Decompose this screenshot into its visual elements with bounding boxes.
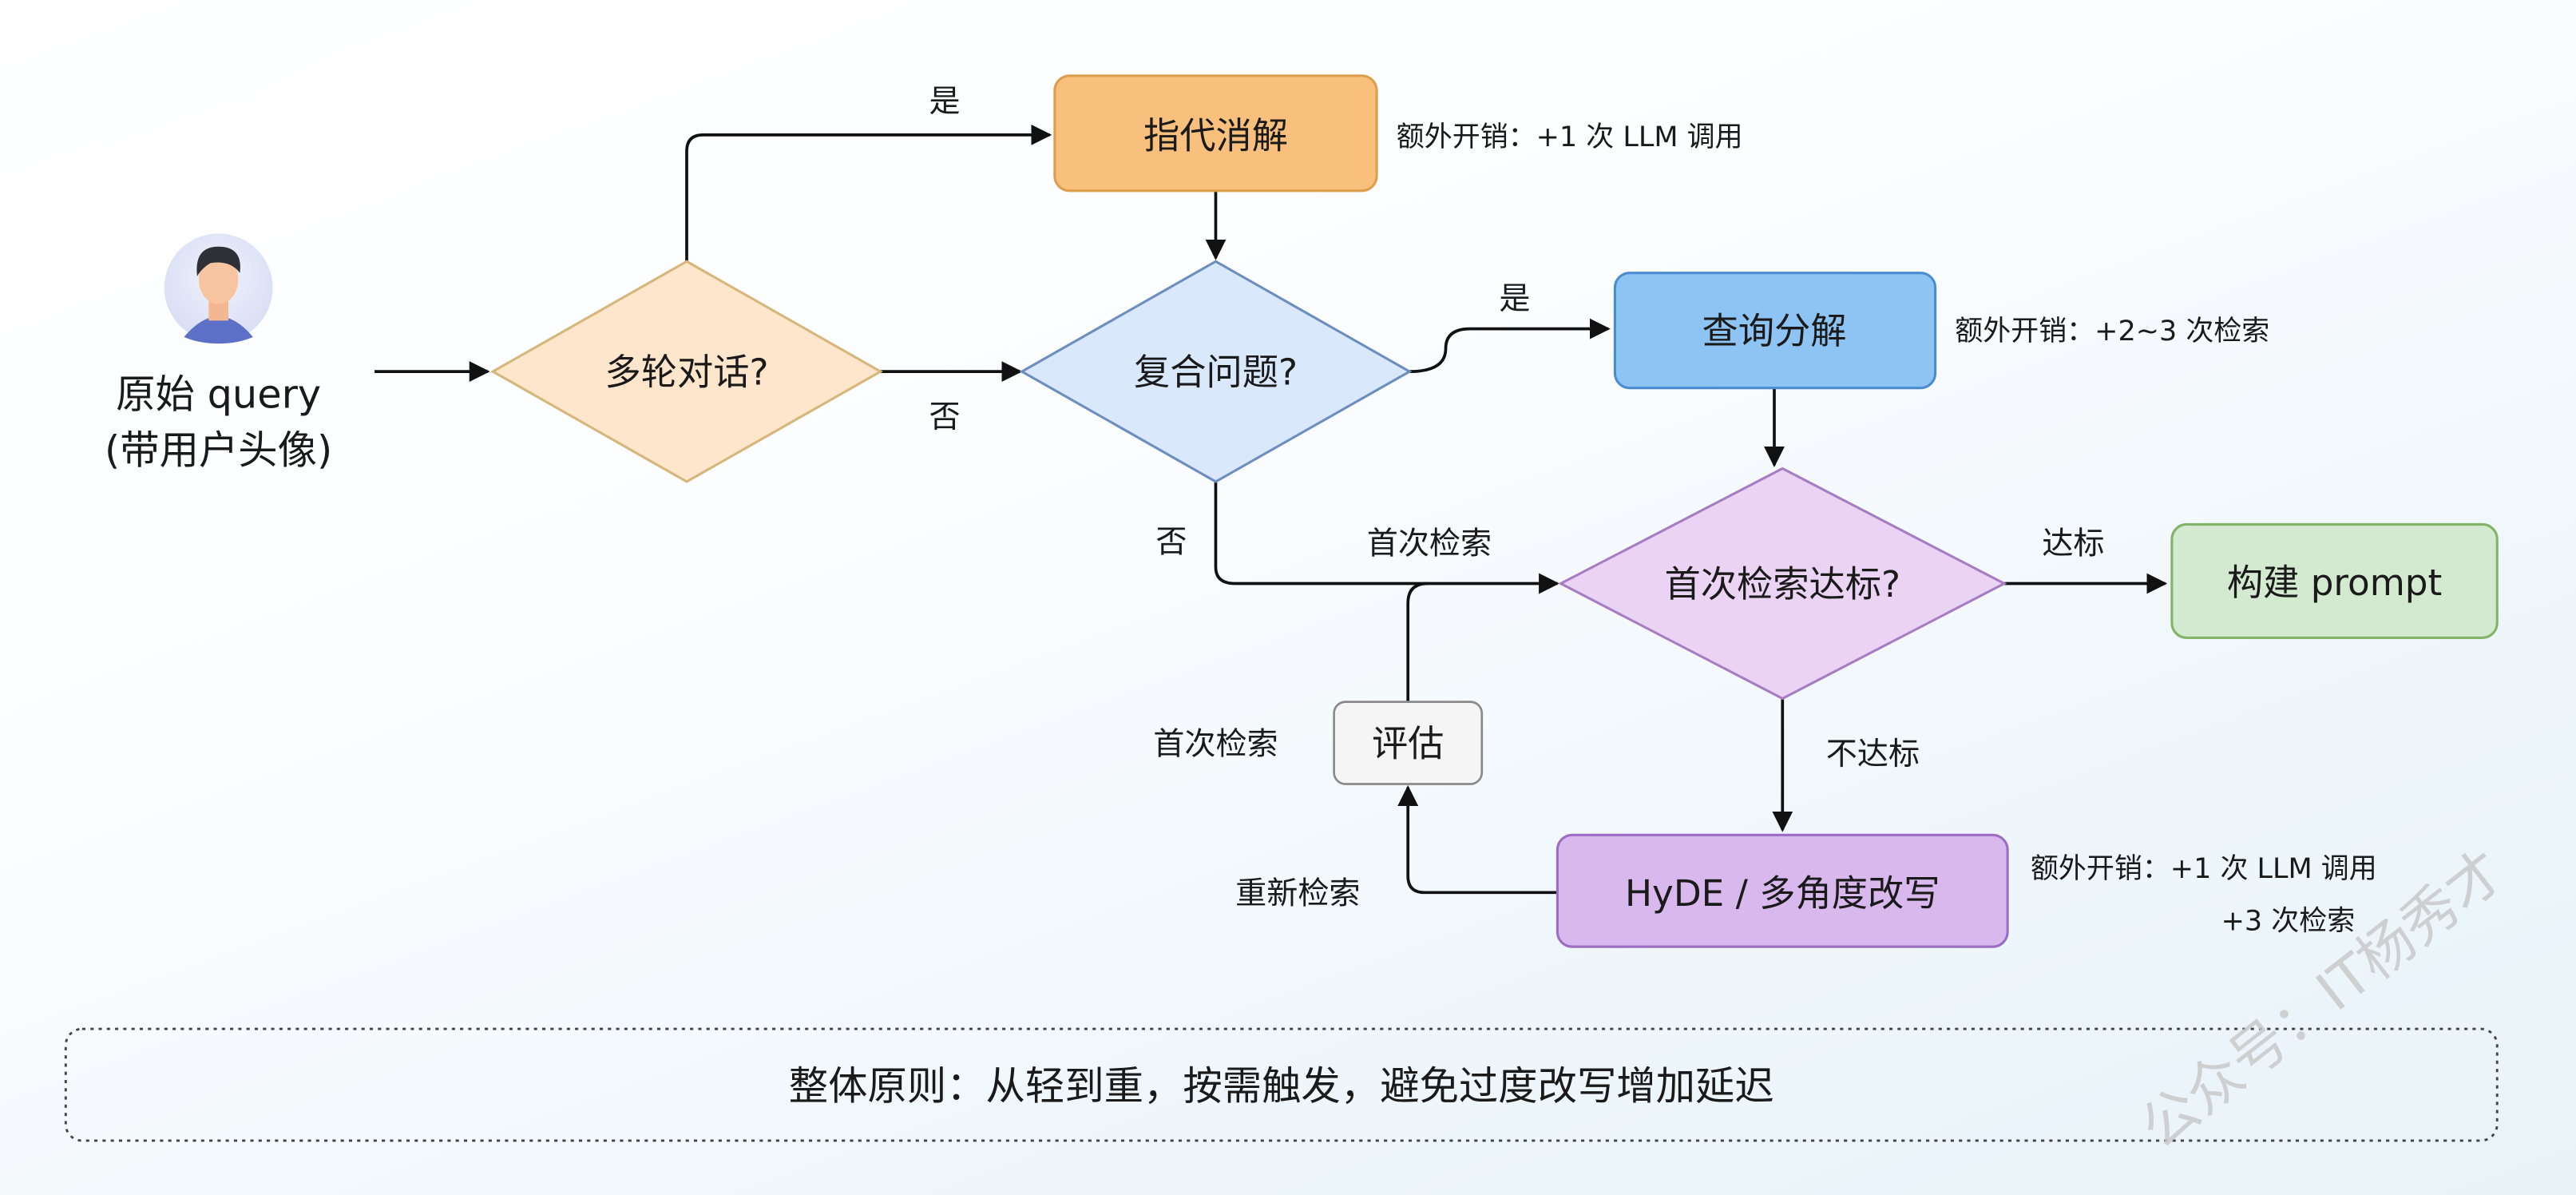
edge-label-compound-yes: 是	[1499, 281, 1530, 317]
process-build-prompt-label: 构建 prompt	[2227, 562, 2442, 604]
user-avatar-icon	[164, 233, 273, 344]
process-hyde-label: HyDE / 多角度改写	[1625, 872, 1940, 915]
process-coref-label: 指代消解	[1143, 114, 1288, 157]
process-decompose: 查询分解	[1613, 272, 1937, 390]
decompose-cost-note: 额外开销：+2~3 次检索	[1955, 316, 2269, 347]
edge-label-compound-no: 否	[1155, 524, 1187, 560]
decision-multi-turn: 多轮对话?	[490, 260, 883, 483]
principle-text: 整体原则：从轻到重，按需触发，避免过度改写增加延迟	[789, 1063, 1774, 1110]
edge-label-multi-yes: 是	[929, 84, 960, 120]
process-hyde: HyDE / 多角度改写	[1556, 833, 2009, 948]
process-coref: 指代消解	[1053, 74, 1378, 193]
start-label-line1: 原始 query	[116, 371, 321, 417]
hyde-cost-note-line1: 额外开销：+1 次 LLM 调用	[2031, 853, 2377, 885]
edges	[375, 124, 2168, 895]
process-decompose-label: 查询分解	[1702, 310, 1846, 352]
hyde-cost-note-line2: +3 次检索	[2221, 906, 2356, 938]
decision-multi-turn-label: 多轮对话?	[604, 351, 768, 394]
edge-label-multi-no: 否	[929, 399, 960, 435]
edge-label-fail: 不达标	[1826, 736, 1920, 772]
edge-multi-yes	[685, 124, 1052, 262]
edge-compound-no	[1214, 481, 1560, 594]
watermark: 公众号：IT杨秀才	[2129, 838, 2517, 1161]
edge-compound-yes	[1409, 318, 1611, 373]
edge-label-first-retrieval-eval: 首次检索	[1153, 726, 1278, 762]
coref-cost-note: 额外开销：+1 次 LLM 调用	[1397, 121, 1743, 153]
start-label-line2: (带用户头像)	[105, 427, 332, 473]
process-build-prompt: 构建 prompt	[2170, 522, 2499, 639]
process-evaluate: 评估	[1333, 701, 1484, 785]
decision-compound-label: 复合问题?	[1134, 351, 1298, 394]
edge-hyde-to-eval	[1397, 785, 1558, 895]
edge-label-first-retrieval: 首次检索	[1367, 526, 1492, 562]
decision-first-pass: 首次检索达标?	[1558, 466, 2007, 701]
decision-compound: 复合问题?	[1019, 260, 1413, 483]
decision-first-pass-label: 首次检索达标?	[1665, 563, 1901, 605]
edge-eval-to-first	[1406, 582, 1428, 702]
edge-label-re-retrieval: 重新检索	[1235, 876, 1360, 912]
principle-box: 整体原则：从轻到重，按需触发，避免过度改写增加延迟	[64, 1027, 2499, 1142]
process-evaluate-label: 评估	[1372, 723, 1445, 765]
edge-label-pass: 达标	[2042, 526, 2104, 562]
